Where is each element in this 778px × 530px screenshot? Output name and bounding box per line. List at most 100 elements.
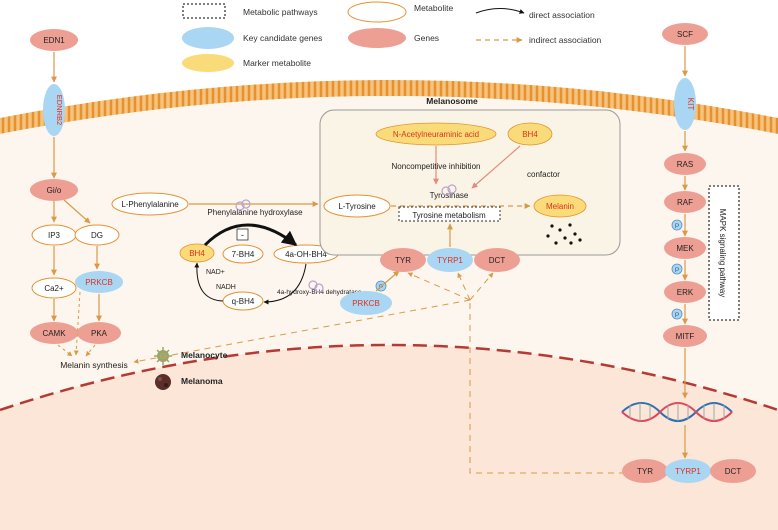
camk-node [30, 322, 78, 344]
confactor-label: confactor [527, 170, 560, 179]
7-bh4-node [222, 244, 264, 264]
mitf-node [663, 325, 707, 347]
q-bh4-label: q-BH4 [232, 297, 255, 306]
7-bh4-label: 7-BH4 [232, 250, 255, 259]
kit-label: KIT [686, 98, 695, 111]
n-acetylneuraminic-label: N-Acetylneuraminic acid [393, 130, 479, 139]
tyr-bottom-label: TYR [637, 467, 653, 476]
melanosome-bh4-node [507, 122, 553, 146]
dct-bottom-node [710, 459, 756, 483]
melanocyte-icon [154, 347, 172, 365]
inhibition-box [236, 228, 249, 241]
arrow-bh4-tyrosinase [471, 145, 521, 189]
indirect-to-dct [469, 272, 494, 301]
arrow-prkcb-melanin [73, 291, 81, 356]
ip3-label: IP3 [48, 231, 61, 240]
mapk-pathway-label: MAPK signaling pathway [718, 209, 727, 298]
tyr-label: TYR [395, 256, 411, 265]
erk-node [664, 281, 706, 303]
n-acetylneuraminic-node [375, 122, 497, 146]
cell-icons: Melanocyte Melanoma [154, 347, 228, 390]
kit-receptor [674, 78, 696, 130]
legend-metabolic-pathways: Metabolic pathways [243, 7, 318, 17]
melanin-label: Melanin [546, 202, 574, 211]
dct-bottom-label: DCT [725, 467, 742, 476]
right-pathway: SCF KIT RAS RAF P MEK P ERK P MITF MAPK … [621, 23, 756, 483]
l-phenylalanine-node [111, 192, 189, 216]
camk-label: CAMK [42, 329, 66, 338]
tyrosine-metabolism-label: Tyrosine metabolism [412, 211, 486, 220]
melanosome: Melanosome N-Acetylneuraminic acid BH4 N… [319, 96, 621, 272]
legend-metabolite-swatch [347, 1, 407, 23]
melanin-granules-icon [546, 223, 582, 245]
melanosome-title: Melanosome [426, 96, 478, 106]
phenylalanine-hydroxylase-label: Phenylalanine hydroxylase [207, 208, 303, 217]
phospho-erk-icon [671, 308, 683, 320]
mitf-label: MITF [676, 332, 695, 341]
ras-label: RAS [677, 160, 693, 169]
phospho-mek-icon [671, 263, 683, 275]
tyrosinase-label: Tyrosinase [430, 191, 469, 200]
phospho-mek-label: P [675, 267, 679, 274]
edn1-node [30, 29, 78, 51]
phospho-prkcb-label: P [379, 284, 383, 291]
prkcb-node [75, 271, 123, 293]
ednrb2-label: EDNRB2 [55, 95, 64, 125]
bh4-cycle: L-Phenylalanine Phenylalanine hydroxylas… [111, 192, 400, 315]
tyrosine-metabolism-box[interactable] [398, 206, 501, 222]
legend-marker-metabolite: Marker metabolite [243, 58, 311, 68]
raf-node [664, 191, 706, 213]
arrow-prkcb-tyr [375, 270, 400, 292]
edn1-label: EDN1 [43, 36, 65, 45]
arrow-4a-to-q [263, 263, 307, 305]
melanosome-bh4-label: BH4 [522, 130, 538, 139]
erk-label: ERK [677, 288, 694, 297]
prkcb-label: PRKCB [85, 278, 113, 287]
tyrosinase-enzyme-icon [441, 184, 457, 196]
nadh-label: NADH [216, 284, 236, 291]
phospho-erk-label: P [675, 312, 679, 319]
l-phenylalanine-label: L-Phenylalanine [121, 200, 179, 209]
legend: Metabolic pathways Key candidate genes M… [182, 1, 602, 72]
dehydratase-enzyme-icon [308, 280, 324, 293]
legend-marker-swatch [182, 54, 234, 72]
nuclear-boundary [0, 343, 778, 412]
dct-label: DCT [489, 256, 506, 265]
mek-label: MEK [676, 244, 694, 253]
legend-key-gene-swatch [182, 27, 234, 49]
tyr-node [380, 248, 426, 272]
tyrp1-label: TYRP1 [437, 256, 463, 265]
phospho-raf-label: P [675, 223, 679, 230]
ca-node [31, 277, 77, 299]
scf-node [662, 23, 708, 45]
legend-genes: Genes [414, 33, 439, 43]
mapk-pathway-box[interactable] [708, 185, 740, 321]
arrow-bh4-to-4a [203, 223, 298, 247]
legend-metabolite: Metabolite [414, 3, 453, 13]
arrow-gio-dg [63, 199, 91, 224]
pka-node [77, 322, 121, 344]
tyrp1-bottom-node [665, 459, 711, 483]
cell-membrane [0, 80, 778, 134]
legend-gene-swatch [348, 28, 406, 48]
legend-indirect-association: indirect association [529, 35, 602, 45]
bh4-label: BH4 [189, 249, 205, 258]
phospho-raf-icon [671, 219, 683, 231]
legend-key-candidate-genes: Key candidate genes [243, 33, 322, 43]
bh4-node [179, 243, 215, 263]
gio-label: Gi/o [47, 186, 62, 195]
indirect-links [133, 272, 636, 474]
noncompetitive-label: Noncompetitive inhibition [392, 162, 481, 171]
tyrp1-node [427, 248, 473, 272]
legend-direct-association: direct association [529, 10, 595, 20]
legend-metabolic-pathways-swatch [182, 3, 226, 19]
pka-label: PKA [91, 329, 108, 338]
arrow-camk-melanin [57, 344, 73, 357]
inhibition-sign: - [241, 230, 244, 240]
melanoma-label: Melanoma [181, 376, 223, 386]
gio-node [30, 179, 78, 201]
l-tyrosine-node [323, 194, 391, 218]
dna-helix-icon [621, 402, 733, 422]
melanocyte-label: Melanocyte [181, 350, 228, 360]
